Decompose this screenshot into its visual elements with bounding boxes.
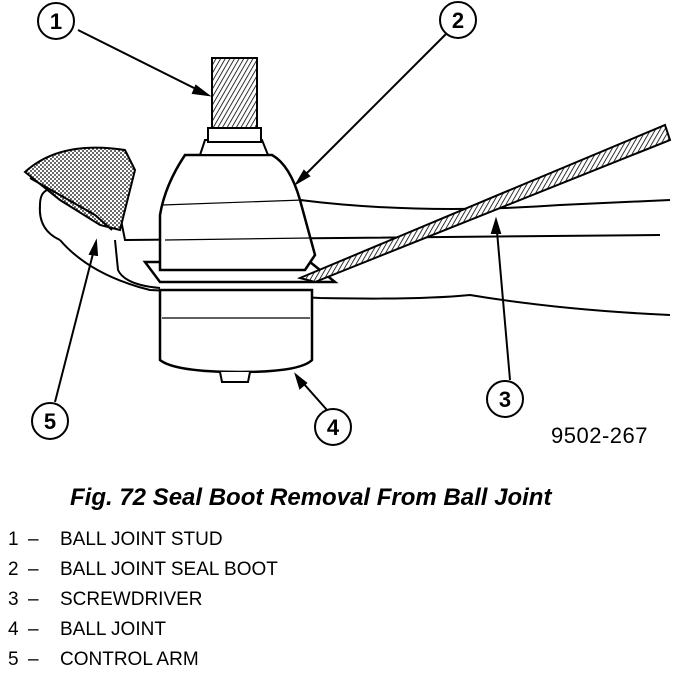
screwdriver — [296, 123, 672, 284]
svg-text:2: 2 — [452, 8, 464, 33]
svg-text:3: 3 — [499, 387, 511, 412]
legend-item: 5–CONTROL ARM — [8, 649, 199, 670]
svg-text:4: 4 — [327, 415, 340, 440]
leader-line-1 — [77, 29, 209, 96]
callout-4: 4 — [314, 408, 352, 446]
legend-list: 1–BALL JOINT STUD 2–BALL JOINT SEAL BOOT… — [8, 525, 278, 675]
ball-joint-stud — [207, 57, 262, 143]
control-arm-bracket — [23, 146, 137, 232]
figure-code: 9502-267 — [551, 423, 648, 448]
legend-item: 3–SCREWDRIVER — [8, 589, 203, 610]
leader-line-2 — [296, 32, 448, 184]
callout-1: 1 — [37, 2, 75, 40]
leader-line-5 — [54, 241, 97, 403]
callout-3: 3 — [486, 380, 524, 418]
callout-5: 5 — [31, 402, 69, 440]
ball-joint-diagram: 1 2 3 4 5 — [23, 1, 672, 446]
callout-2: 2 — [439, 1, 477, 39]
legend-item: 2–BALL JOINT SEAL BOOT — [8, 559, 278, 580]
leader-line-3 — [495, 219, 511, 381]
legend-item: 1–BALL JOINT STUD — [8, 529, 223, 550]
figure-caption: Fig. 72 Seal Boot Removal From Ball Join… — [70, 484, 552, 511]
ball-joint-housing — [158, 288, 314, 374]
legend-item: 4–BALL JOINT — [8, 619, 166, 640]
seal-boot — [158, 153, 317, 272]
svg-text:1: 1 — [50, 9, 62, 34]
control-arm — [38, 188, 671, 316]
svg-text:5: 5 — [44, 409, 56, 434]
